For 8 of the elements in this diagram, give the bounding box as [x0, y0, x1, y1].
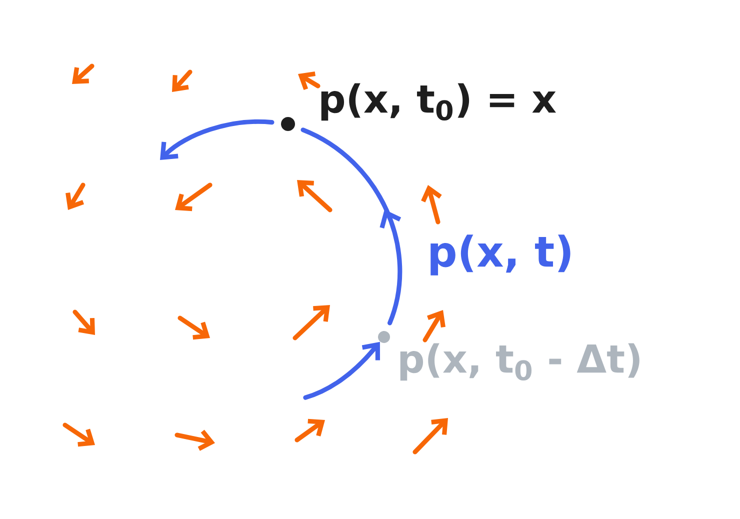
point-label: p(x, t$_{0}$ - Δt) — [400, 343, 640, 381]
point-label: p(x, t$_{0}$) = x — [321, 83, 556, 121]
flow-curve — [160, 119, 274, 160]
point-dot — [281, 117, 295, 131]
point-dot — [378, 331, 390, 343]
curve-label: p(x, t) — [425, 232, 576, 278]
flow-curve — [300, 128, 402, 326]
flow-curve — [303, 342, 380, 400]
